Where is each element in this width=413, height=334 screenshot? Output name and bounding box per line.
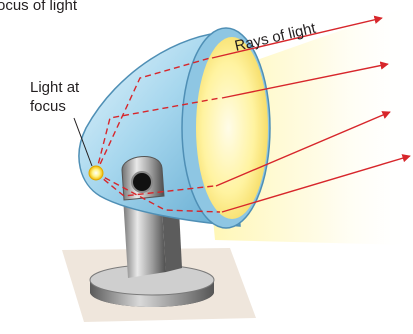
focus-label-line1: Light at bbox=[30, 79, 80, 96]
ray-3 bbox=[215, 111, 391, 187]
pivot-knob bbox=[131, 171, 153, 193]
bulb-icon bbox=[88, 165, 104, 181]
internal-ray-paths bbox=[95, 57, 221, 213]
focus-leader-line bbox=[73, 117, 93, 167]
outgoing-rays bbox=[211, 15, 411, 213]
ray-1 bbox=[211, 15, 383, 59]
internal-ray-1 bbox=[95, 57, 211, 174]
internal-ray-2 bbox=[95, 97, 221, 174]
top-text-fragment: ocus of light bbox=[0, 0, 78, 14]
ray-4 bbox=[221, 154, 411, 213]
internal-ray-4 bbox=[95, 172, 221, 213]
internal-ray-3 bbox=[95, 172, 215, 197]
front-lens bbox=[196, 37, 268, 219]
ray-2 bbox=[221, 61, 389, 99]
focus-label-line2: focus bbox=[30, 98, 66, 115]
